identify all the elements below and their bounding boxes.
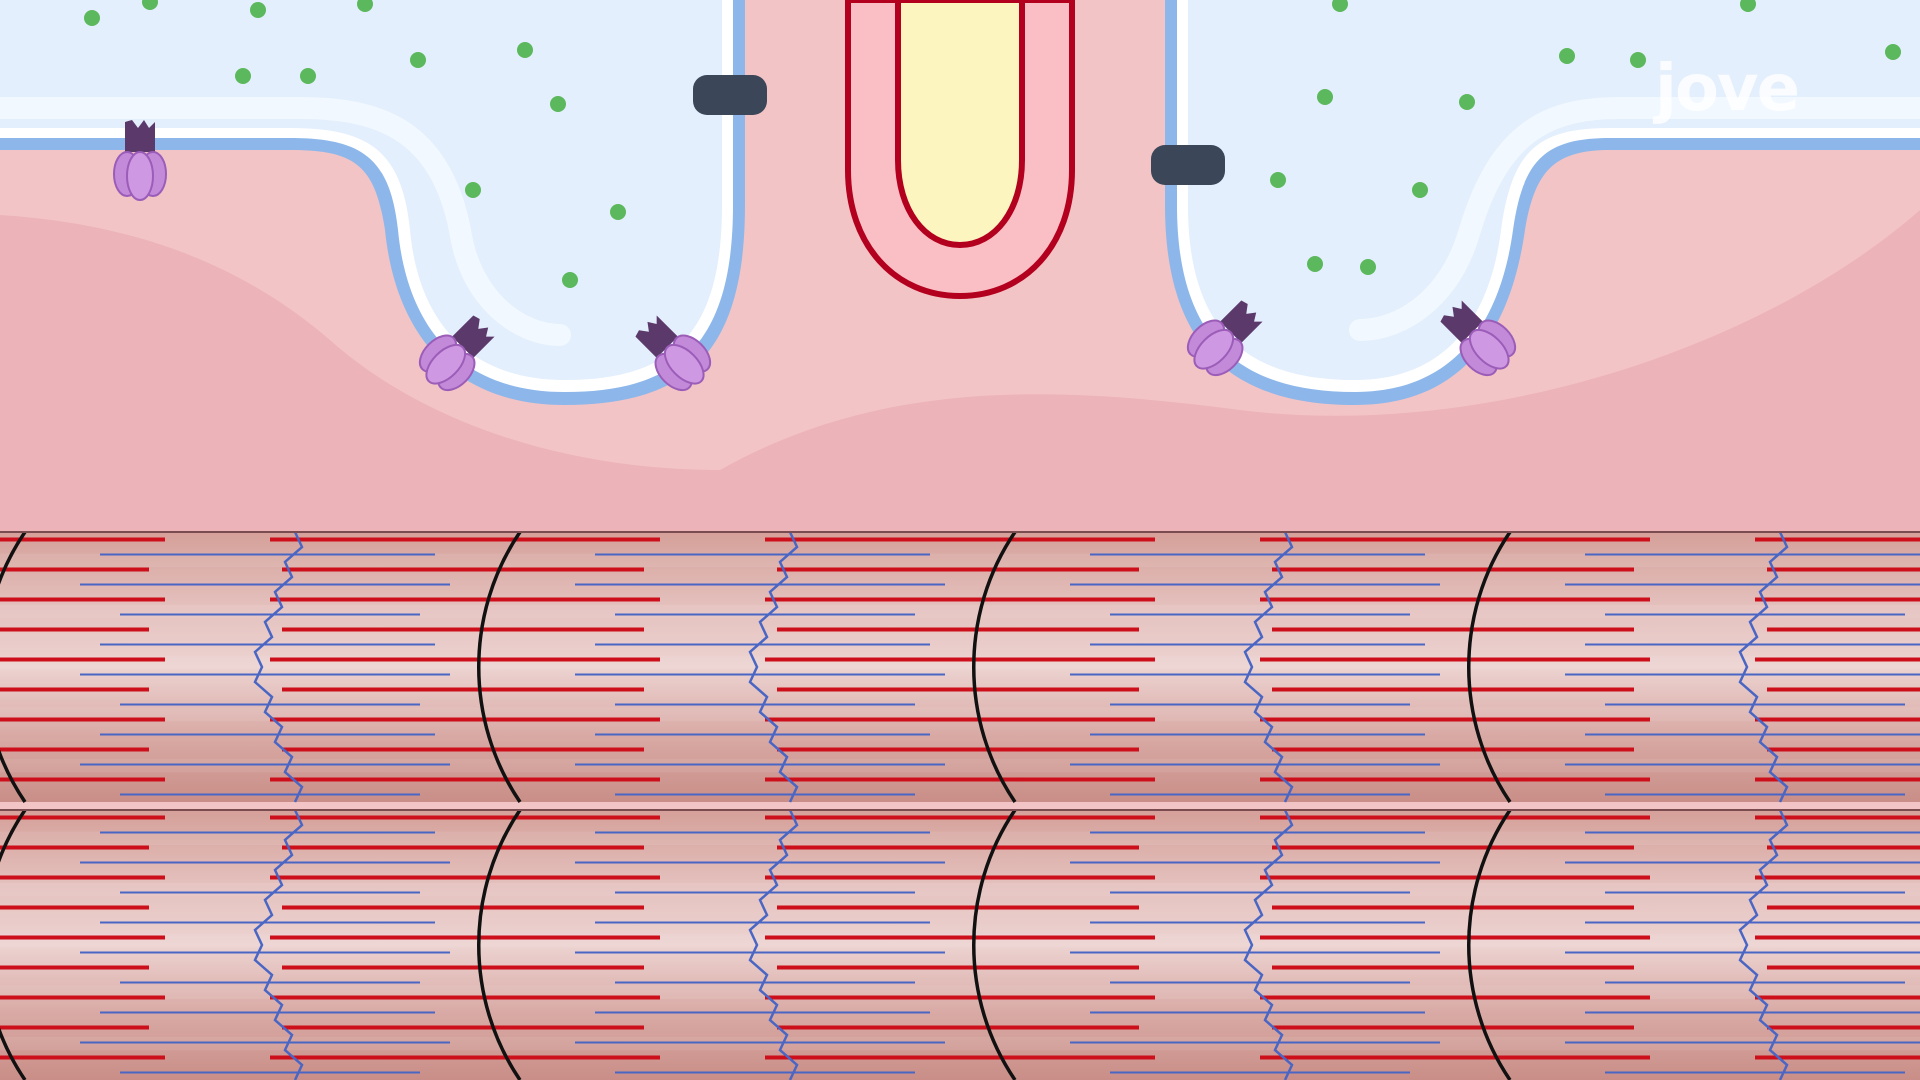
neurotransmitter-vesicle-icon [300,68,316,84]
left-terminal-cytoplasm [0,0,722,380]
acetylcholine-receptor-icon [635,315,712,392]
neurotransmitter-vesicle-icon [550,96,566,112]
muscle-fiber-1 [0,531,1920,803]
neurotransmitter-vesicle-icon [1630,52,1646,68]
left-terminal-fold-highlight [0,97,571,346]
neurotransmitter-vesicle-icon [1740,0,1756,12]
neurotransmitter-vesicle-icon [610,204,626,220]
neurotransmitter-vesicle-icon [562,272,578,288]
nerve-core [895,0,1025,249]
acetylcholine-receptor-icon [113,120,167,201]
tissue-shadow [0,210,1920,540]
muscle-fiber-2 [0,809,1920,1080]
neurotransmitter-vesicle-icon [1885,44,1901,60]
right-terminal-fold-highlight [1349,97,1920,341]
neurotransmitter-vesicle-icon [465,182,481,198]
jove-watermark: jove [1655,52,1800,126]
neurotransmitter-vesicle-icon [1559,48,1575,64]
z-disc-line [477,531,522,803]
neurotransmitter-vesicle-icon [84,10,100,26]
acetylcholinesterase-icon [1151,145,1225,185]
right-nerve-terminal [1165,0,1920,405]
neurotransmitter-vesicle-icon [1270,172,1286,188]
neurotransmitter-vesicle-icon [250,2,266,18]
z-disc-line [1467,809,1512,1080]
neurotransmitter-vesicle-icon [235,68,251,84]
neurotransmitter-vesicle-icon [1307,256,1323,272]
neurotransmitter-vesicle-icon [517,42,533,58]
neurotransmitter-vesicle-icon [1412,182,1428,198]
neurotransmitter-vesicle-icon [357,0,373,12]
neurotransmitter-vesicle-icon [410,52,426,68]
acetylcholinesterase-icon [693,75,767,115]
right-terminal-cytoplasm [1188,0,1920,380]
z-disc-line [0,809,27,1080]
z-disc-line [1467,531,1512,803]
neurotransmitter-vesicle-icon [142,0,158,10]
neurotransmitter-vesicle-icon [1360,259,1376,275]
acetylcholine-receptor-icon [1440,300,1517,377]
central-nerve-process [845,0,1075,300]
neurotransmitter-vesicle-icon [1332,0,1348,12]
neurotransmitter-vesicle-icon [1317,89,1333,105]
z-disc-line [972,809,1017,1080]
z-disc-line [477,809,522,1080]
acetylcholine-receptor-icon [418,315,495,392]
neurotransmitter-vesicle-icon [1459,94,1475,110]
z-disc-line [0,531,27,803]
z-disc-line [972,531,1017,803]
